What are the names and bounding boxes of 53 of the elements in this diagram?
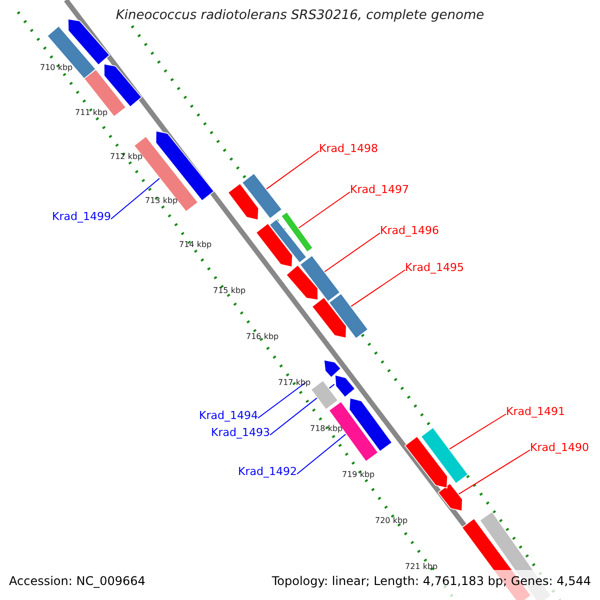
gene-label: Krad_1491 [506,405,565,418]
leader-line [350,270,406,308]
gene-bar [280,211,314,253]
leader-line [266,150,320,190]
gene-label: Krad_1496 [380,224,439,237]
gene-label: Krad_1494 [199,409,258,422]
scale-label: 720 kbp [375,516,408,526]
gene-feature-pointed [256,222,293,268]
scale-label: 711 kbp [75,108,108,118]
scale-label: 710 kbp [40,63,73,73]
scale-label: 712 kbp [110,152,143,162]
scale-label: 719 kbp [342,470,375,480]
gene-feature-pointed [227,182,259,220]
gene-feature-pointed [438,482,463,512]
gene-feature-pointed [68,18,110,66]
leader-line [458,450,530,495]
scale-label: 716 kbp [246,332,279,342]
gene-label: Krad_1493 [211,426,270,439]
leader-line [110,178,160,220]
gene-label: Krad_1499 [52,210,111,223]
scale-label: 718 kbp [310,424,343,434]
scale-label: 714 kbp [179,240,212,250]
gene-bar [328,292,369,340]
footer-text: Topology: linear; Length: 4,761,183 bp; Genes: 4,544 [272,575,591,588]
gene-label: Krad_1497 [350,183,409,196]
gene-feature-pointed [404,436,448,488]
gene-bar [420,426,469,484]
leader-line [298,192,350,229]
footer-text: Accession: NC_009664 [9,575,146,588]
leader-line [448,414,506,450]
gene-bar [242,172,282,220]
gene-label: Krad_1492 [238,465,297,478]
gene-bar [299,254,341,302]
gene-feature-pointed [312,296,347,338]
gene-label: Krad_1490 [530,441,589,454]
gene-feature-pointed [334,374,356,398]
gene-label: Krad_1498 [319,142,378,155]
scale-label: 717 kbp [278,378,311,388]
gene-label: Krad_1495 [405,261,464,274]
title: Kineococcus radiotolerans SRS30216, complete genome [114,9,486,22]
gene-bar [328,401,379,462]
gene-bar [268,218,308,264]
scale-label: 715 kbp [213,286,246,296]
gene-bar [310,380,339,410]
scale-label: 713 kbp [145,196,178,206]
gene-feature-pointed [286,264,318,300]
gene-feature-pointed [324,360,342,378]
gene-feature-pointed [104,64,142,108]
leader-line [324,232,380,272]
leader-line [296,434,346,474]
gene-feature-pointed [348,398,393,452]
leader-line [258,382,306,418]
scale-label: 721 kbp [405,562,438,572]
